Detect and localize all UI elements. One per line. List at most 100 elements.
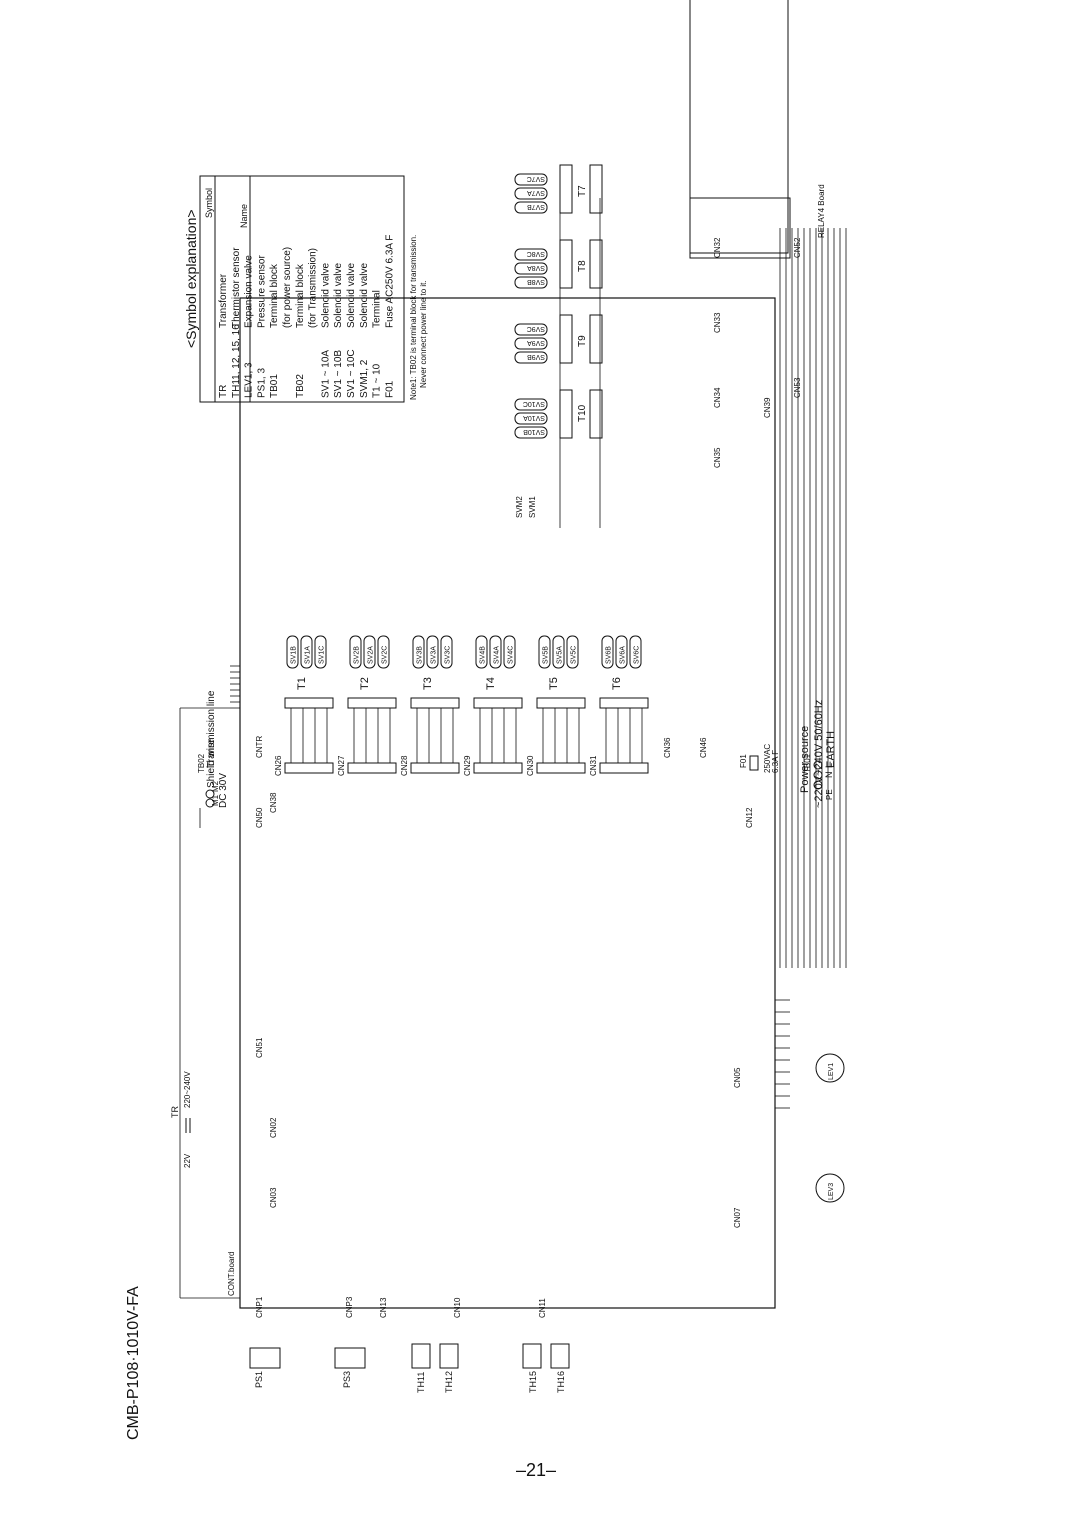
- symbol-row-name: Transformer: [218, 273, 229, 328]
- solenoid-valve: [286, 635, 299, 669]
- solenoid-valve-label: SV6A: [620, 646, 627, 664]
- cn10-label: CN10: [453, 1297, 462, 1318]
- cn13-label: CN13: [379, 1297, 388, 1318]
- ps1-label: PS1: [254, 1371, 264, 1388]
- symbol-row-name: Solenoid valve: [333, 263, 344, 328]
- symbol-row-symbol: TB02: [295, 374, 306, 398]
- solenoid-valve-label: SV9A: [527, 339, 545, 346]
- relay-terminal-block: [589, 314, 603, 364]
- solenoid-valve: [629, 635, 642, 669]
- solenoid-valve-label: SV1B: [291, 646, 298, 664]
- solenoid-valve-label: SV3C: [445, 646, 452, 664]
- solenoid-valve: [514, 351, 548, 364]
- solenoid-valve-label: SV4A: [494, 646, 501, 664]
- relay-terminal-block: [589, 239, 603, 289]
- cn52-label: CN52: [793, 237, 802, 258]
- svg-text:N: N: [824, 772, 834, 779]
- svg-text:220~240V: 220~240V: [183, 1071, 192, 1108]
- cn53-label: CN53: [793, 377, 802, 398]
- solenoid-valve-label: SV10A: [523, 414, 545, 421]
- cont-terminal-label: T6: [611, 677, 623, 690]
- cnp1-label: CNP1: [255, 1296, 264, 1318]
- svg-text:L: L: [824, 763, 834, 768]
- relay-terminal-label: T10: [577, 404, 588, 422]
- th16-label: TH16: [556, 1371, 566, 1393]
- cntr-label: CNTR: [255, 736, 264, 758]
- cont-connector-body: [536, 762, 586, 774]
- cn51-label: CN51: [255, 1037, 264, 1058]
- relay-connector-body: [559, 314, 573, 364]
- cont-connector-label: CN30: [526, 755, 535, 776]
- solenoid-valve-label: SV9C: [527, 325, 545, 332]
- solenoid-valve-label: SV4B: [480, 646, 487, 664]
- power-source-label: Power source: [799, 726, 811, 793]
- solenoid-valve-label: SV7B: [527, 203, 545, 210]
- relay-terminal-label: T7: [577, 185, 588, 197]
- cn36-label: CN36: [663, 737, 672, 758]
- th15-label: TH15: [528, 1371, 538, 1393]
- cont-connector-body: [599, 762, 649, 774]
- solenoid-valve-label: SV7A: [527, 189, 545, 196]
- cont-connector-body: [410, 762, 460, 774]
- solenoid-valve: [514, 398, 548, 411]
- cont-board-outline: [239, 297, 776, 1309]
- transmission-line-label: Transmission line: [206, 690, 217, 768]
- cont-terminal-label: T1: [296, 677, 308, 690]
- cn12-label: CN12: [745, 807, 754, 828]
- solenoid-valve: [489, 635, 502, 669]
- dc30v-label: DC 30V: [218, 773, 229, 808]
- svg-text:6.3A F: 6.3A F: [771, 750, 780, 773]
- solenoid-valve-label: SV2B: [354, 646, 361, 664]
- terminal-block: [284, 697, 334, 709]
- svg-text:PE: PE: [825, 789, 834, 800]
- th11-label: TH11: [416, 1372, 426, 1393]
- cn39-label: CN39: [763, 397, 772, 418]
- symbol-row-name: Pressure sensor: [256, 255, 267, 328]
- cn34-label: CN34: [713, 387, 722, 408]
- ps3-label: PS3: [342, 1371, 352, 1388]
- relay-connector-body: [559, 239, 573, 289]
- solenoid-valve-label: SV2A: [368, 646, 375, 664]
- cont-terminal-label: T4: [485, 677, 497, 690]
- solenoid-valve: [377, 635, 390, 669]
- symbol-row-symbol: TH11, 12, 15, 16: [231, 324, 242, 398]
- solenoid-valve-label: SV10B: [523, 428, 545, 435]
- svg-text:M2: M2: [211, 780, 220, 792]
- solenoid-valve: [552, 635, 565, 669]
- svg-text:LEV3: LEV3: [828, 1183, 835, 1200]
- cn35-label: CN35: [713, 447, 722, 468]
- transformer: TR 22V 220~240V: [170, 1071, 192, 1168]
- symbol-row-symbol: F01: [384, 380, 395, 398]
- solenoid-valve-label: SV3A: [431, 646, 438, 664]
- symbol-row-name: Terminal block: [295, 263, 306, 328]
- symbol-row-name: Solenoid valve: [359, 263, 370, 328]
- svg-text:22V: 22V: [183, 1153, 192, 1168]
- solenoid-valve-label: SV5B: [543, 646, 550, 664]
- symbol-row-name: Terminal block: [269, 263, 280, 328]
- solenoid-valve-label: SV8A: [527, 264, 545, 271]
- shield-wire-label: Shield wire: [206, 739, 217, 788]
- symbol-row-name: Expansion valve: [244, 255, 255, 328]
- solenoid-valve: [514, 276, 548, 289]
- cont-connector-label: CN26: [274, 755, 283, 776]
- symbol-row-symbol: TB01: [269, 374, 280, 398]
- solenoid-valve: [363, 635, 376, 669]
- cn03-label: CN03: [269, 1187, 278, 1208]
- solenoid-valve: [615, 635, 628, 669]
- lev1-motor: LEV1: [815, 1053, 845, 1083]
- note-line-2: Never connect power line to it.: [419, 280, 428, 388]
- symbol-row-name: Fuse AC250V 6.3A F: [384, 235, 395, 328]
- svg-text:TR: TR: [170, 1106, 180, 1118]
- relay-board-label: RELAY4 Board: [817, 184, 826, 238]
- relay-connector-body: [559, 164, 573, 214]
- solenoid-valve: [426, 635, 439, 669]
